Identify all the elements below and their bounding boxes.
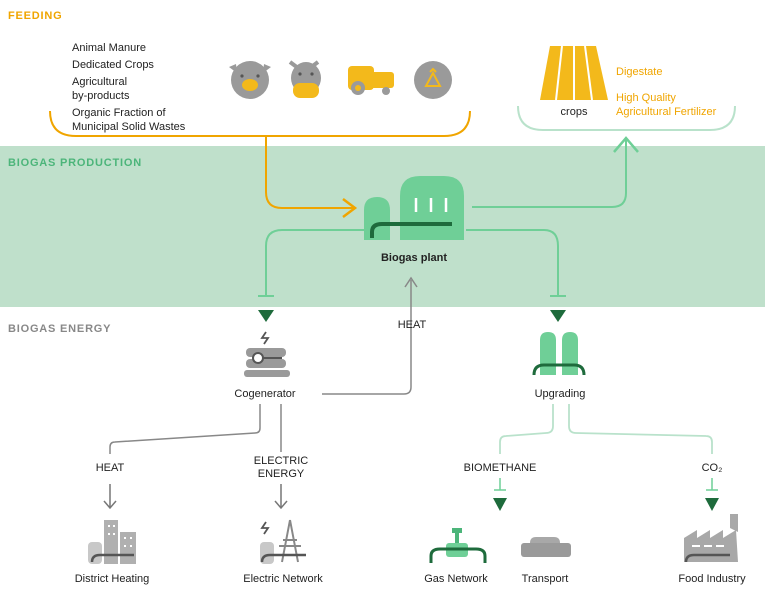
section-title-biogas-production: BIOGAS PRODUCTION [8, 157, 142, 169]
transport-icon [521, 537, 571, 557]
feeding-item-crops: Dedicated Crops [72, 59, 154, 71]
digestate-flow-arrow [613, 136, 639, 153]
food-industry-icon [684, 514, 738, 563]
electric-network-label: Electric Network [243, 573, 323, 585]
district-heating-icon [88, 520, 136, 564]
heat-output-label: HEAT [95, 462, 125, 474]
cogenerator-label: Cogenerator [234, 388, 296, 400]
digestate-label: Digestate [616, 66, 663, 78]
tractor-icon [348, 66, 394, 95]
recycle-icon [414, 61, 452, 99]
digestate-bracket [517, 105, 736, 131]
feeding-bracket [49, 110, 471, 137]
heat-return-arrow [404, 276, 418, 288]
feeding-flow-line [265, 136, 355, 209]
upgrading-to-co2-line [568, 404, 713, 454]
crops-label: crops [560, 106, 588, 118]
crop-field-icon [540, 45, 608, 101]
heat-down-arrow [103, 484, 117, 510]
upgrading-label: Upgrading [534, 388, 586, 400]
electric-energy-line1: ELECTRIC [253, 455, 309, 467]
biogas-plant-icon [364, 176, 464, 240]
electric-energy-line2: ENERGY [257, 468, 305, 480]
transport-label: Transport [521, 573, 569, 585]
district-heating-label: District Heating [74, 573, 150, 585]
upgrading-arrowhead [550, 310, 566, 322]
section-title-biogas-energy: BIOGAS ENERGY [8, 323, 112, 335]
upgrading-icon [532, 332, 586, 376]
heat-return-label: HEAT [397, 319, 427, 331]
electric-energy-label: ELECTRIC ENERGY [254, 455, 308, 481]
feeding-item-municipal: Municipal Solid Wastes [72, 121, 186, 133]
feeding-item-organic: Organic Fraction of [72, 107, 166, 119]
upgrading-to-biomethane-line [499, 404, 554, 454]
biomethane-arrowhead [493, 498, 507, 511]
plant-to-cogenerator-line [265, 229, 366, 296]
fertilizer-label-line2: Agricultural Fertilizer [616, 106, 717, 118]
cogen-to-heat-line [109, 404, 261, 454]
electric-down-arrow [274, 484, 288, 510]
co2-arrowhead [705, 498, 719, 511]
electric-network-icon [260, 519, 306, 564]
biomethane-label: BIOMETHANE [463, 462, 537, 474]
heat-return-line [322, 280, 412, 395]
fertilizer-label-line1: High Quality [616, 92, 676, 104]
biogas-plant-label: Biogas plant [380, 252, 448, 264]
section-title-feeding: FEEDING [8, 10, 63, 22]
feeding-item-manure: Animal Manure [72, 42, 146, 54]
cow-icon [288, 60, 321, 98]
digestate-flow-line [472, 140, 627, 208]
co2-label: CO₂ [701, 462, 723, 474]
feeding-item-byproducts: by-products [72, 90, 130, 102]
cogenerator-arrowhead [258, 310, 274, 322]
plant-to-upgrading-line [466, 229, 559, 296]
feeding-list: Animal Manure Dedicated Crops Agricultur… [72, 41, 185, 134]
feeding-item-agricultural: Agricultural [72, 76, 128, 88]
pig-icon [229, 61, 271, 99]
gas-network-icon [429, 528, 487, 563]
gas-network-label: Gas Network [424, 573, 488, 585]
food-industry-label: Food Industry [678, 573, 746, 585]
feeding-flow-arrow [342, 198, 358, 218]
cogenerator-icon [244, 331, 290, 377]
